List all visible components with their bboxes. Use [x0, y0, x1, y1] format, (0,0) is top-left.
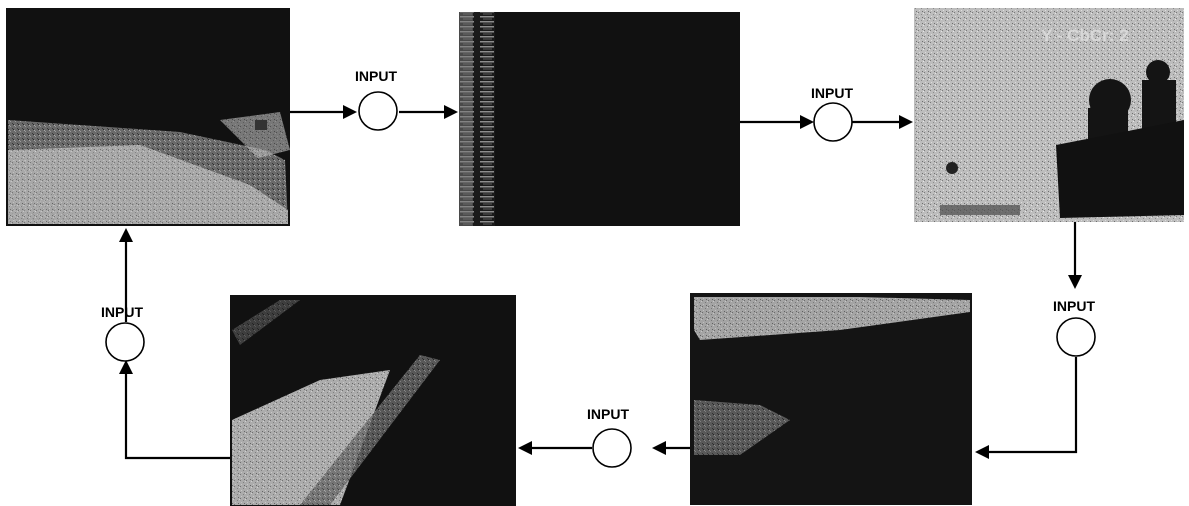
input-node-1: INPUT — [355, 68, 398, 131]
input-node-3: INPUT — [1053, 298, 1096, 357]
input-node-5: INPUT — [101, 304, 145, 362]
connectors — [119, 105, 1082, 460]
input-node-4: INPUT — [587, 406, 632, 468]
input-label: INPUT — [811, 85, 853, 101]
frame-3: Y - CbCr: 2 — [914, 8, 1184, 222]
frame-2 — [459, 12, 740, 226]
input-label: INPUT — [587, 406, 629, 422]
input-label: INPUT — [355, 68, 397, 84]
input-label: INPUT — [1053, 298, 1095, 314]
frame-1 — [6, 8, 290, 226]
input-label: INPUT — [101, 304, 143, 320]
frame-overlay-label: Y - CbCr: 2 — [1041, 26, 1129, 45]
input-node-2: INPUT — [811, 85, 853, 142]
frame-4 — [690, 293, 972, 505]
frame-5 — [230, 295, 516, 506]
